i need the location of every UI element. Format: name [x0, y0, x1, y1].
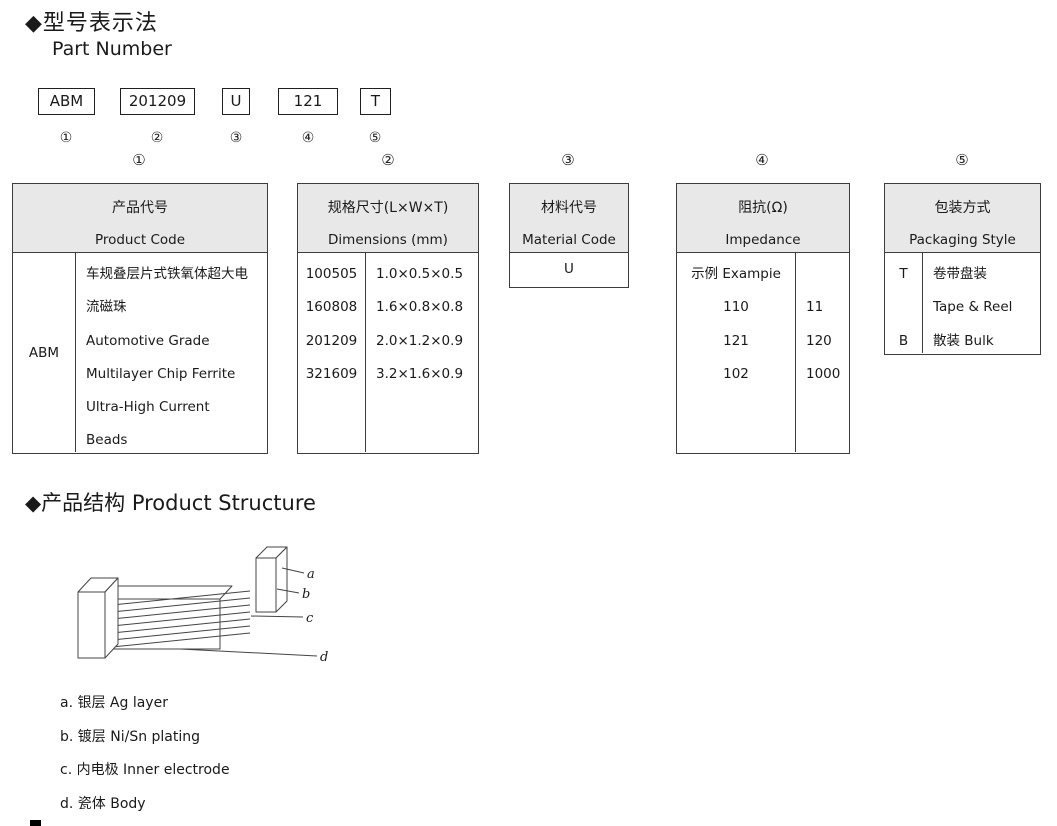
left-termination-side-face [104, 577, 119, 659]
impedance-code: 110 [723, 299, 749, 316]
packaging-label-column: 卷带盘装 Tape & Reel 散装 Bulk [923, 253, 1040, 353]
product-code-cell: ABM [13, 253, 76, 452]
material-code-table: 材料代号 Material Code U [509, 183, 629, 288]
part-number-index-5: ⑤ [368, 130, 382, 146]
impedance-value: 120 [806, 332, 832, 349]
header-zh: 规格尺寸(L×W×T) [327, 200, 449, 216]
header-zh: 材料代号 [541, 200, 597, 216]
header-en: Packaging Style [909, 232, 1016, 248]
impedance-value: 11 [806, 299, 824, 316]
page-bottom-mark [30, 820, 41, 826]
part-number-segment-size: 201209 [120, 88, 195, 115]
impedance-value-spacer [806, 258, 849, 291]
material-code-table-header: 材料代号 Material Code [510, 184, 628, 253]
product-description-cell: 车规叠层片式铁氧体超大电 流磁珠 Automotive Grade Multil… [76, 253, 267, 452]
diagram-label-d: d [320, 650, 328, 665]
dimensions-table: 规格尺寸(L×W×T) Dimensions (mm) 100505 16080… [297, 183, 479, 454]
packaging-code [885, 291, 922, 324]
legend-body: d. 瓷体 Body [60, 796, 146, 812]
dimension-size: 1.0×0.5×0.5 [376, 266, 464, 282]
diagram-label-b: b [302, 587, 310, 602]
product-code-table: 产品代号 Product Code ABM 车规叠层片式铁氧体超大电 流磁珠 A… [12, 183, 268, 454]
packaging-code: T [899, 266, 908, 282]
table-index-material: ③ [561, 151, 575, 169]
legend-ni-sn-plating: b. 镀层 Ni/Sn plating [60, 729, 201, 745]
description-line: Ultra-High Current [86, 399, 210, 416]
section-title-part-number-en: Part Number [52, 38, 172, 60]
dimension-code: 201209 [305, 332, 358, 349]
dimension-code: 321609 [305, 365, 358, 382]
dimension-code: 100505 [305, 266, 358, 282]
header-en: Impedance [725, 232, 801, 248]
material-code-value: U [564, 261, 574, 277]
part-number-index-2: ② [150, 130, 164, 146]
part-number-index-3: ③ [229, 130, 243, 146]
right-termination-front-face [255, 557, 277, 613]
dimension-size: 3.2×1.6×0.9 [376, 365, 464, 382]
dimension-size: 2.0×1.2×0.9 [376, 332, 464, 349]
impedance-code: 121 [723, 332, 749, 349]
packaging-code-column: T B [885, 253, 923, 353]
diagram-label-c: c [306, 611, 314, 626]
table-index-packaging: ⑤ [955, 151, 969, 169]
part-number-index-1: ① [59, 130, 73, 146]
impedance-code: 102 [723, 365, 749, 382]
part-number-segment-material: U [222, 88, 250, 115]
description-line: 车规叠层片式铁氧体超大电 [86, 266, 248, 282]
part-number-segment-impedance: 121 [278, 88, 338, 115]
header-zh: 产品代号 [112, 200, 168, 216]
impedance-table-header: 阻抗(Ω) Impedance [677, 184, 849, 253]
description-line: 流磁珠 [86, 299, 127, 316]
inner-electrode-layers [111, 590, 251, 648]
packaging-label: 散装 Bulk [933, 332, 994, 349]
legend-ag-layer: a. 银层 Ag layer [60, 695, 168, 711]
impedance-table: 阻抗(Ω) Impedance 示例 Exampie 110 121 102 1… [676, 183, 850, 454]
description-line: Beads [86, 432, 128, 449]
table-index-product-code: ① [132, 151, 146, 169]
dimensions-table-header: 规格尺寸(L×W×T) Dimensions (mm) [298, 184, 478, 253]
section-title-product-structure: ◆产品结构 Product Structure [25, 491, 316, 515]
product-code-table-header: 产品代号 Product Code [13, 184, 267, 253]
table-index-dimensions: ② [381, 151, 395, 169]
packaging-table-header: 包装方式 Packaging Style [885, 184, 1040, 253]
packaging-table: 包装方式 Packaging Style T B 卷带盘装 Tape & Ree… [884, 183, 1041, 355]
description-line: Automotive Grade [86, 332, 210, 349]
description-line: Multilayer Chip Ferrite [86, 365, 236, 382]
dimension-size: 1.6×0.8×0.8 [376, 299, 464, 316]
table-index-impedance: ④ [755, 151, 769, 169]
impedance-example-label: 示例 Exampie [691, 266, 781, 282]
header-zh: 包装方式 [934, 200, 991, 216]
legend-inner-electrode: c. 内电极 Inner electrode [60, 762, 230, 778]
part-number-segment-packaging: T [360, 88, 391, 115]
packaging-code: B [898, 332, 909, 349]
packaging-label: Tape & Reel [933, 299, 1013, 316]
part-number-index-4: ④ [301, 130, 315, 146]
header-en: Material Code [522, 232, 616, 248]
header-en: Dimensions (mm) [328, 232, 448, 248]
impedance-code-column: 示例 Exampie 110 121 102 [677, 253, 796, 452]
header-en: Product Code [94, 232, 186, 248]
header-zh: 阻抗(Ω) [738, 200, 788, 216]
part-number-segment-series: ABM [38, 88, 95, 115]
product-structure-diagram: a b c d [77, 546, 328, 665]
leader-lines [179, 567, 318, 657]
dimension-code: 160808 [305, 299, 358, 316]
right-termination-side-face [275, 546, 288, 613]
chip-body-top-face [104, 585, 233, 600]
diagram-label-a: a [307, 567, 315, 582]
section-title-part-number-zh: ◆型号表示法 [25, 11, 158, 36]
dimension-size-column: 1.0×0.5×0.5 1.6×0.8×0.8 2.0×1.2×0.9 3.2×… [366, 253, 478, 452]
dimension-code-column: 100505 160808 201209 321609 [298, 253, 366, 452]
impedance-value-column: 11 120 1000 [796, 253, 849, 452]
impedance-value: 1000 [806, 365, 841, 382]
packaging-label: 卷带盘装 [933, 266, 987, 282]
left-termination-front-face [77, 591, 106, 659]
